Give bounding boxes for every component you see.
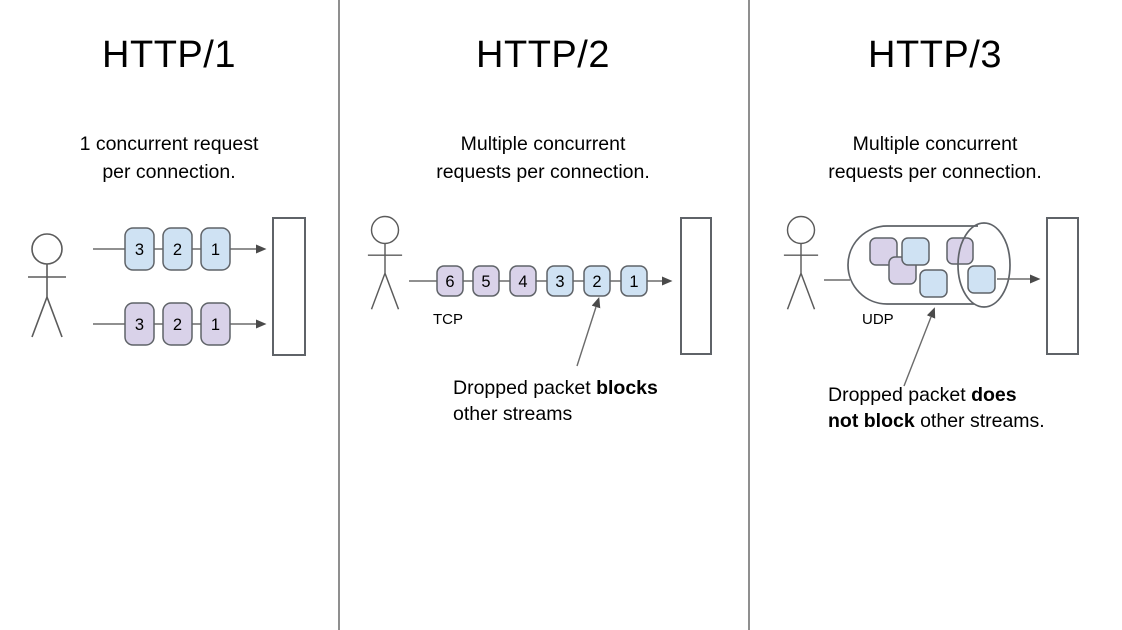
panel-divider: [338, 0, 340, 630]
packet-number: 6: [445, 273, 454, 291]
tcp-packet-queue: 6 5 4 3 2 1: [436, 265, 648, 297]
panel-divider: [748, 0, 750, 630]
caption-text: other streams: [453, 403, 573, 425]
server-rectangle: [272, 217, 306, 356]
packet-box: [124, 302, 155, 346]
http2-diagram: 6 5 4 3 2 1 TCP: [367, 215, 712, 367]
packet-box: [200, 227, 231, 271]
caption-bold-text: blocks: [596, 377, 658, 399]
panel-title-http1: HTTP/1: [102, 34, 236, 76]
transport-label-udp: UDP: [862, 311, 894, 328]
caption-text: other streams.: [914, 410, 1045, 432]
packet-number: 2: [173, 241, 182, 259]
transport-label-tcp: TCP: [433, 311, 463, 328]
packet-number: 1: [211, 241, 220, 259]
panel-subtitle-http3: Multiple concurrent requests per connect…: [828, 133, 1042, 183]
packet-box: [162, 302, 193, 346]
caption-text: Dropped packet: [828, 384, 972, 406]
udp-tube-mouth: [957, 222, 1011, 308]
packet-number: 2: [592, 273, 601, 291]
server-rectangle: [680, 217, 712, 355]
panel-title-http3: HTTP/3: [868, 34, 1002, 76]
packet-box: [509, 265, 537, 297]
panel-subtitle-http2: Multiple concurrent requests per connect…: [436, 133, 650, 183]
packet-number: 4: [518, 273, 527, 291]
client-stick-figure: [27, 233, 67, 338]
packet-number: 3: [555, 273, 564, 291]
packet-box: [162, 227, 193, 271]
packet-number: 1: [629, 273, 638, 291]
server-rectangle: [1046, 217, 1079, 355]
packet-number: 1: [211, 316, 220, 334]
packet-row-purple: 3 2 1: [124, 302, 231, 346]
udp-tube-packets: [869, 237, 974, 298]
packet-row-blue: 3 2 1: [124, 227, 231, 271]
client-stick-figure: [783, 215, 819, 310]
packet-box-dropped: [919, 269, 948, 298]
caption-bold-text: does: [971, 384, 1017, 406]
packet-number: 2: [173, 316, 182, 334]
packet-box-dropped: [583, 265, 611, 297]
http1-diagram: 3 2 1 3 2 1: [27, 217, 306, 356]
http3-diagram: UDP: [783, 215, 1079, 387]
caption-text: Dropped packet: [453, 377, 597, 399]
packet-number: 5: [481, 273, 490, 291]
client-stick-figure: [367, 215, 403, 310]
packet-box: [967, 265, 996, 294]
caption-http3-dropped-packet: Dropped packet does not block other stre…: [828, 382, 1045, 434]
packet-box: [901, 237, 930, 266]
packet-box: [124, 227, 155, 271]
dropped-packet-pointer-arrow: [903, 307, 936, 387]
packet-number: 3: [135, 241, 144, 259]
packet-box: [200, 302, 231, 346]
dropped-packet-pointer-arrow: [576, 297, 601, 367]
udp-tube-body: [847, 225, 978, 305]
packet-box: [546, 265, 574, 297]
panel-subtitle-http1: 1 concurrent request per connection.: [79, 133, 259, 183]
caption-http2-dropped-packet: Dropped packet blocks other streams: [453, 375, 658, 427]
caption-bold-text: not block: [828, 410, 915, 432]
packet-number: 3: [135, 316, 144, 334]
panel-title-http2: HTTP/2: [476, 34, 610, 76]
packet-box: [436, 265, 464, 297]
packet-box: [472, 265, 500, 297]
packet-box: [620, 265, 648, 297]
